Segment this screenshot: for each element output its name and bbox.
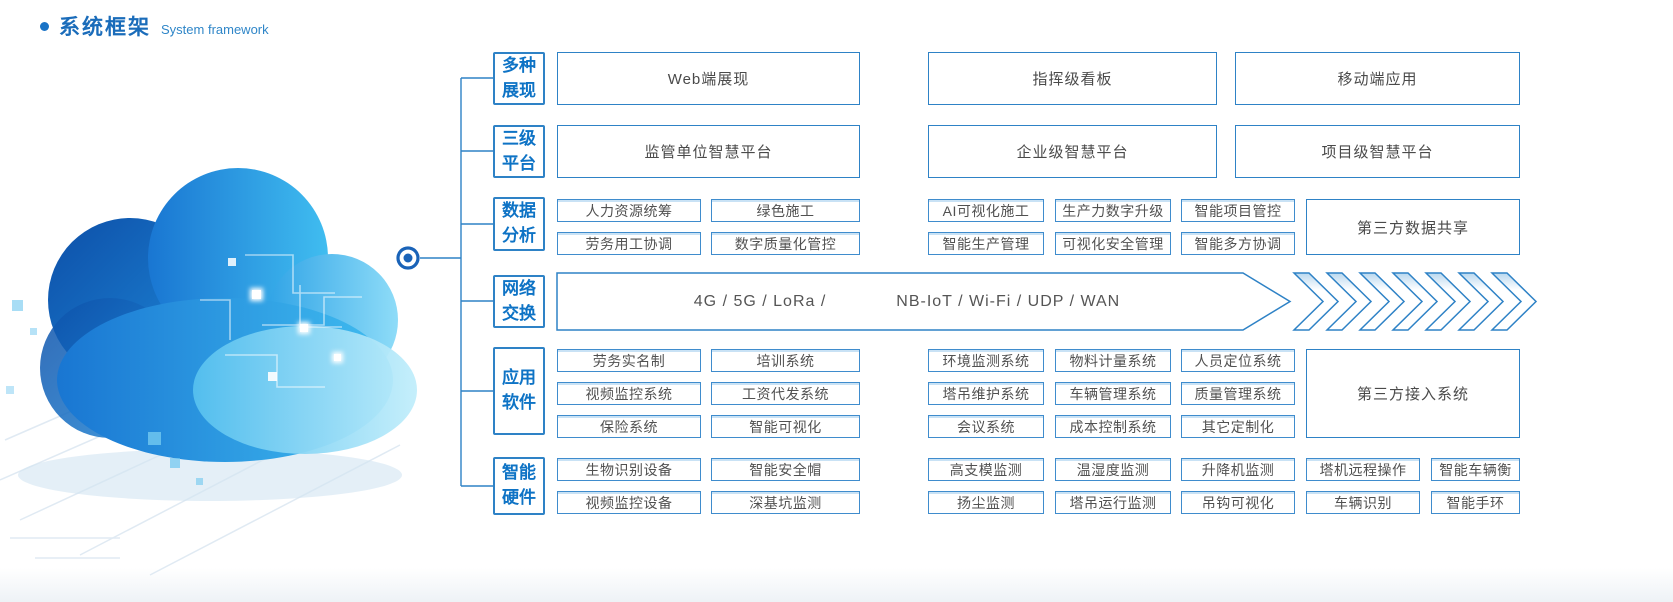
diagram-box: 劳务实名制 [557,349,701,372]
diagram-box: 温湿度监测 [1055,458,1171,481]
diagram-box: 工资代发系统 [711,382,860,405]
diagram-box: 高支模监测 [928,458,1044,481]
bottom-shade [0,568,1673,602]
category-three-platform: 三级 平台 [493,125,545,178]
category-smart-hardware: 智能 硬件 [493,457,545,515]
diagram-box: 升降机监测 [1181,458,1295,481]
cloud-glow-squares [228,258,343,381]
diagram-box: 其它定制化 [1181,415,1295,438]
diagram-box: 成本控制系统 [1055,415,1171,438]
diagram-box: 智能项目管控 [1181,199,1295,222]
diagram-box: 生产力数字升级 [1055,199,1171,222]
cloud-circuit-traces [200,254,362,388]
diagram-box: 会议系统 [928,415,1044,438]
third-party-access-box: 第三方接入系统 [1306,349,1520,438]
diagram-box: 绿色施工 [711,199,860,222]
box-command-dashboard: 指挥级看板 [928,52,1217,105]
diagram-box: 视频监控设备 [557,491,701,514]
diagram-box: 智能可视化 [711,415,860,438]
cloud-illustration [0,168,417,576]
category-app-software: 应用 软件 [493,347,545,435]
diagram-box: 环境监测系统 [928,349,1044,372]
box-mobile-app: 移动端应用 [1235,52,1520,105]
category-network-switch: 网络 交换 [493,275,545,328]
diagram-box: 智能多方协调 [1181,232,1295,255]
section-title-en: System framework [161,22,269,37]
diagram-box: 培训系统 [711,349,860,372]
diagram-box: 塔吊维护系统 [928,382,1044,405]
network-band-label: 4G / 5G / LoRa / NB-IoT / Wi-Fi / UDP / … [557,273,1257,330]
bullet-icon [40,21,49,31]
diagram-box: 可视化安全管理 [1055,232,1171,255]
network-protocols-1: 4G / 5G / LoRa / [693,292,827,310]
floating-squares [6,300,203,485]
third-party-data-box: 第三方数据共享 [1306,199,1520,255]
diagram-box: 塔吊运行监测 [1055,491,1171,514]
diagram-box: 劳务用工协调 [557,232,701,255]
diagram-box: 数字质量化管控 [711,232,860,255]
diagram-box: 车辆管理系统 [1055,382,1171,405]
network-protocols-2: NB-IoT / Wi-Fi / UDP / WAN [896,292,1121,310]
category-data-analysis: 数据 分析 [493,197,545,251]
category-multi-display: 多种 展现 [493,52,545,105]
box-enterprise-platform: 企业级智慧平台 [928,125,1217,178]
box-web-display: Web端展现 [557,52,860,105]
diagram-box: 深基坑监测 [711,491,860,514]
diagram-box: 智能安全帽 [711,458,860,481]
diagram-box: 视频监控系统 [557,382,701,405]
box-project-platform: 项目级智慧平台 [1235,125,1520,178]
diagram-box: AI可视化施工 [928,199,1044,222]
diagram-box: 扬尘监测 [928,491,1044,514]
diagram-box: 车辆识别 [1306,491,1420,514]
diagram-box: 生物识别设备 [557,458,701,481]
diagram-box: 塔机远程操作 [1306,458,1420,481]
section-title: 系统框架 System framework [40,11,269,41]
diagram-box: 质量管理系统 [1181,382,1295,405]
diagram-box: 智能手环 [1431,491,1520,514]
diagram-box: 保险系统 [557,415,701,438]
diagram-box: 人员定位系统 [1181,349,1295,372]
section-title-zh: 系统框架 [59,16,151,39]
diagram-box: 人力资源统筹 [557,199,701,222]
chevron-arrows-icon [1292,272,1538,331]
box-regulator-platform: 监管单位智慧平台 [557,125,860,178]
diagram-box: 智能生产管理 [928,232,1044,255]
diagram-box: 吊钩可视化 [1181,491,1295,514]
diagram-box: 物料计量系统 [1055,349,1171,372]
diagram-box: 智能车辆衡 [1431,458,1520,481]
